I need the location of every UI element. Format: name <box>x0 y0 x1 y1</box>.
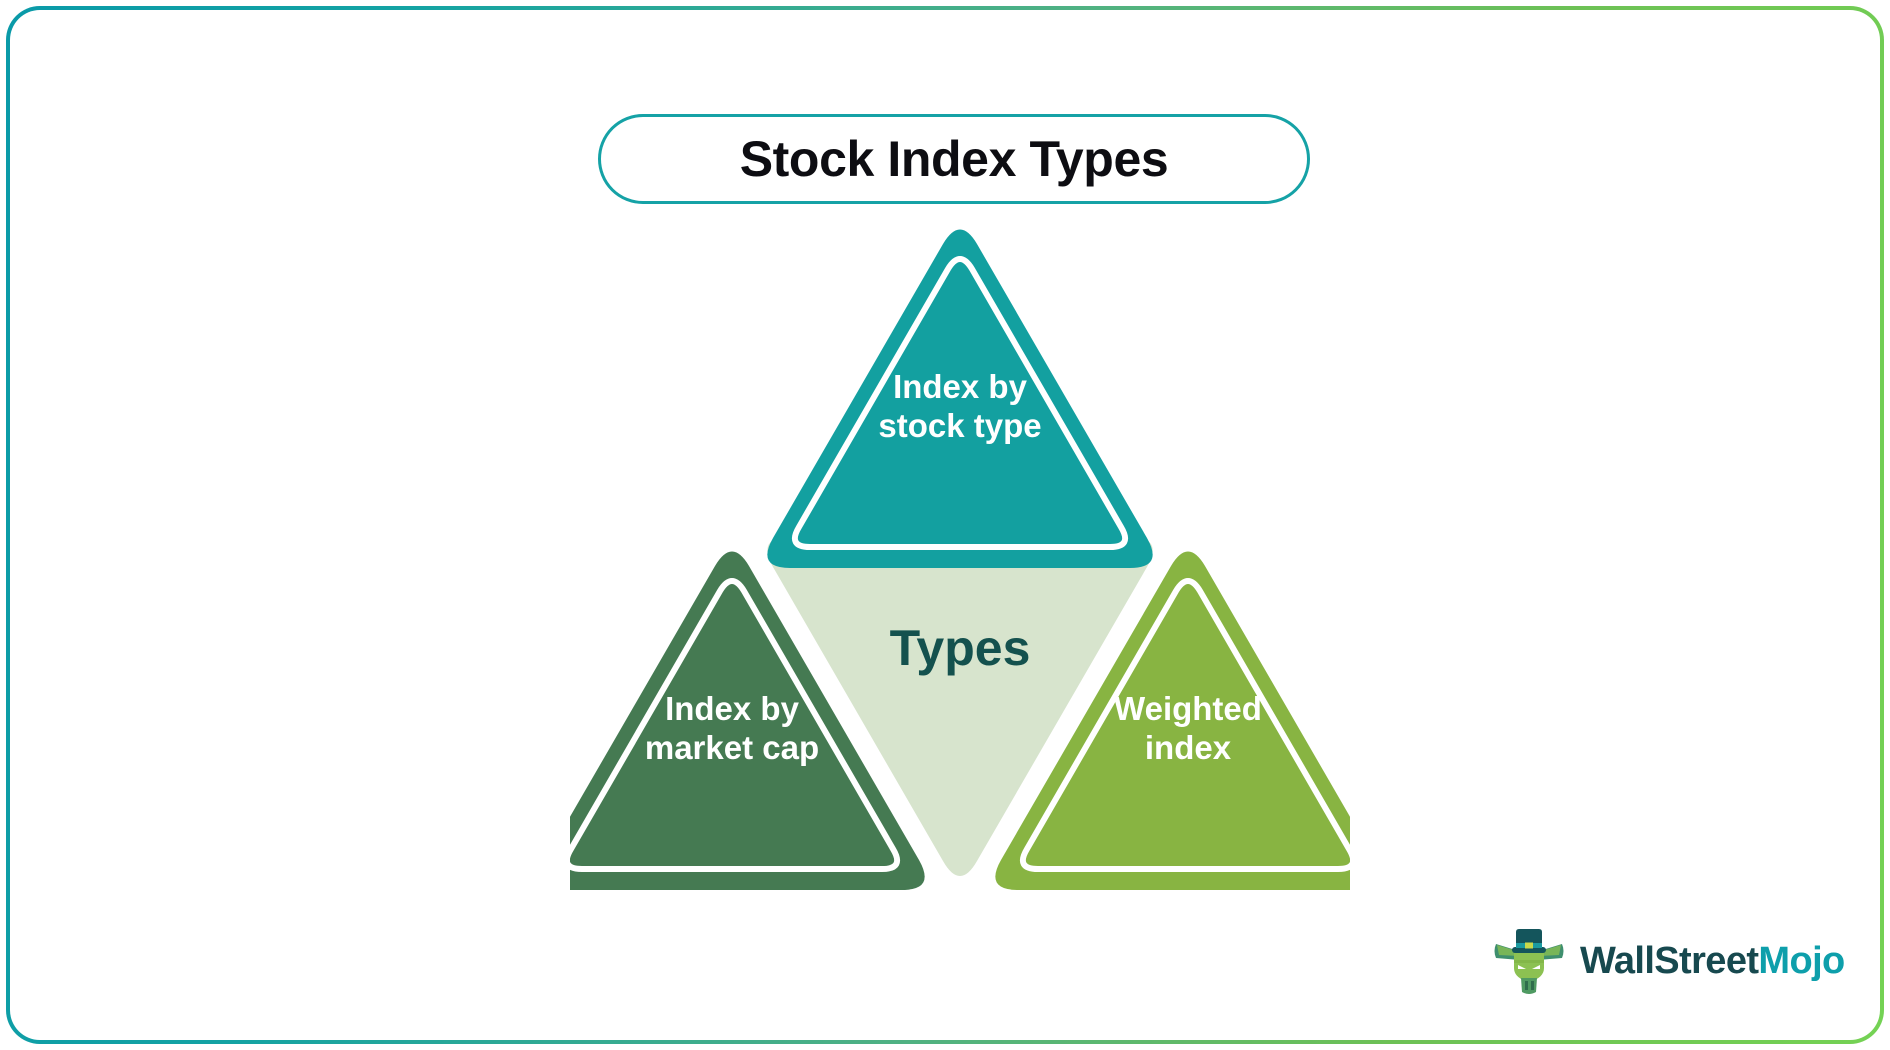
node-index-by-market-cap[interactable]: Index by market cap <box>570 551 925 891</box>
top-node-label-line1: Index by <box>893 368 1028 405</box>
brand-name-part1: WallStreet <box>1580 940 1759 982</box>
brand-wordmark: WallStreetMojo <box>1580 942 1845 980</box>
bottom-left-node-label-line2: market cap <box>645 729 819 766</box>
node-index-by-stock-type[interactable]: Index by stock type <box>767 229 1153 569</box>
bottom-right-triangle-shape <box>995 551 1350 890</box>
brand-name-part2: Mojo <box>1758 940 1845 982</box>
center-triangle-shape <box>767 537 1153 876</box>
center-node-types[interactable]: Types <box>767 537 1153 876</box>
center-node-label: Types <box>890 620 1031 676</box>
bottom-left-triangle-shape <box>570 551 925 890</box>
node-weighted-index[interactable]: Weighted index <box>995 551 1350 891</box>
bottom-left-node-label-line1: Index by <box>665 690 800 727</box>
bottom-left-triangle-inner-outline <box>570 578 901 872</box>
page-frame: Stock Index Types Types Index by stock t… <box>6 6 1884 1044</box>
top-triangle-inner-outline <box>791 256 1129 550</box>
page-title: Stock Index Types <box>739 131 1169 187</box>
page-canvas: Stock Index Types Types Index by stock t… <box>10 10 1880 1040</box>
bottom-right-node-label-line2: index <box>1145 729 1232 766</box>
top-triangle-shape <box>767 229 1153 568</box>
triangle-diagram: Types Index by stock type Index by marke… <box>570 215 1350 915</box>
page-title-pill: Stock Index Types <box>598 114 1310 204</box>
brand-logo[interactable]: WallStreetMojo <box>1492 912 1845 1010</box>
bull-mascot-icon <box>1494 929 1564 994</box>
bottom-right-node-label-line1: Weighted <box>1114 690 1262 727</box>
top-node-label-line2: stock type <box>878 407 1041 444</box>
bottom-right-triangle-inner-outline <box>1019 578 1350 872</box>
